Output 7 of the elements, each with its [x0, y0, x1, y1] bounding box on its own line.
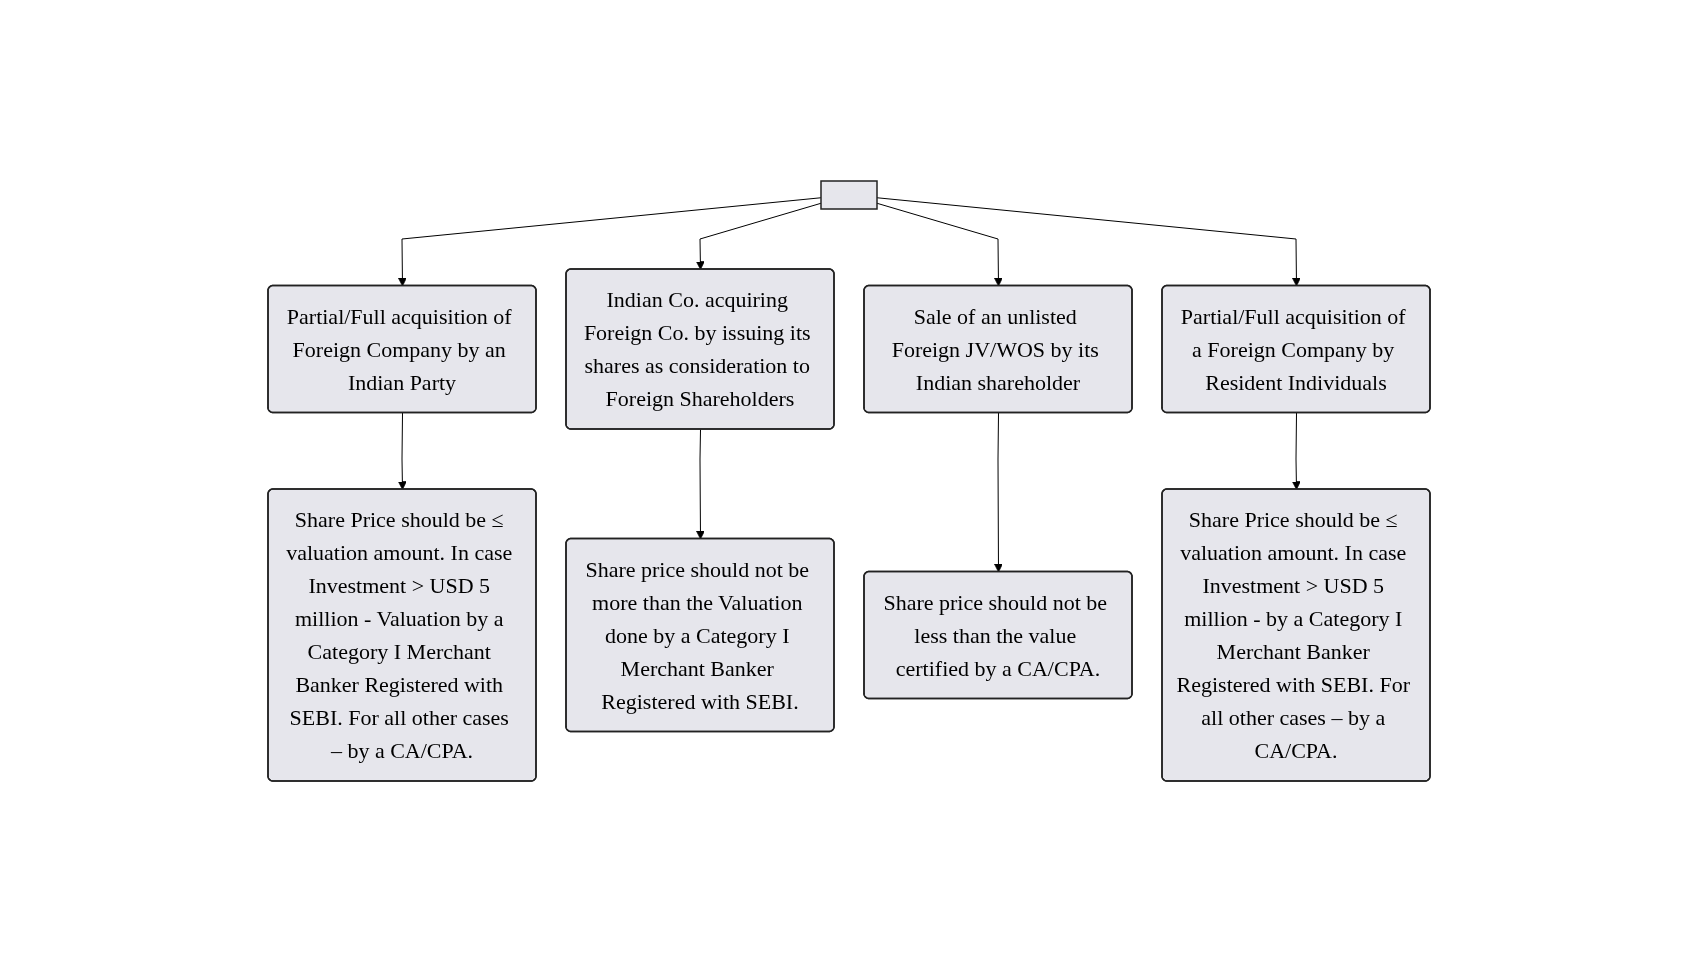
arrow	[994, 412, 1003, 573]
arrow	[398, 197, 822, 287]
arrow	[696, 429, 705, 540]
arrow	[695, 202, 822, 270]
arrow	[397, 412, 407, 490]
node-box	[820, 180, 878, 210]
arrow	[1291, 412, 1301, 490]
